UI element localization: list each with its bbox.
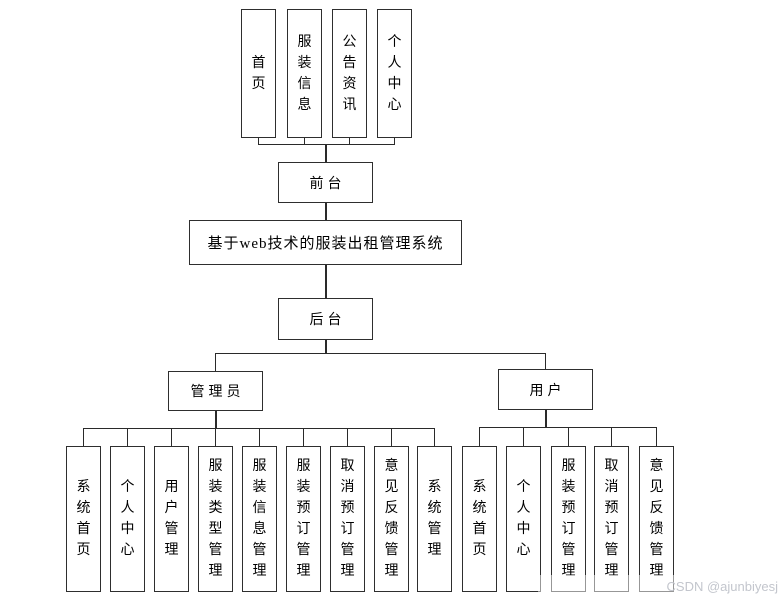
connector-line	[545, 353, 546, 369]
connector-line	[325, 203, 327, 220]
node-personal-center: 个人中心	[377, 9, 412, 138]
node-label: 用户管理	[164, 480, 179, 558]
node-admin-cancel-booking-management: 取消预订管理	[330, 446, 365, 592]
connector-line	[215, 353, 216, 371]
connector-line	[611, 427, 612, 446]
connector-line	[215, 353, 546, 354]
node-user-personal-center: 个人中心	[506, 446, 541, 592]
node-label: 公告资讯	[342, 34, 357, 113]
node-backend: 后台	[278, 298, 373, 340]
node-label: 基于web技术的服装出租管理系统	[207, 236, 444, 252]
node-admin-clothing-info-management: 服装信息管理	[242, 446, 277, 592]
node-user-cancel-booking-management: 取消预订管理	[594, 446, 629, 592]
node-label: 服装信息	[297, 34, 312, 113]
node-label: 系统首页	[472, 480, 487, 558]
connector-line	[171, 428, 172, 446]
connector-line	[347, 428, 348, 446]
node-clothing-info: 服装信息	[287, 9, 322, 138]
connector-line	[215, 428, 216, 446]
node-admin-personal-center: 个人中心	[110, 446, 145, 592]
node-label: 取消预订管理	[604, 459, 619, 579]
node-admin-user-management: 用户管理	[154, 446, 189, 592]
connector-line	[523, 427, 524, 446]
connector-line	[259, 428, 260, 446]
node-label: 取消预订管理	[340, 459, 355, 579]
node-announcement-news: 公告资讯	[332, 9, 367, 138]
node-user-clothing-booking-management: 服装预订管理	[551, 446, 586, 592]
node-label: 前台	[309, 176, 346, 192]
connector-line	[303, 428, 304, 446]
node-label: 管理员	[190, 385, 245, 400]
connector-line	[394, 138, 395, 145]
node-label: 用户	[529, 383, 566, 399]
node-admin: 管理员	[168, 371, 263, 411]
node-label: 首页	[251, 55, 266, 92]
node-admin-clothing-booking-management: 服装预订管理	[286, 446, 321, 592]
node-user-feedback-management: 意见反馈管理	[639, 446, 674, 592]
node-admin-feedback-management: 意见反馈管理	[374, 446, 409, 592]
node-label: 后台	[309, 313, 346, 328]
connector-line	[304, 138, 305, 145]
connector-line	[545, 410, 547, 427]
node-label: 服装信息管理	[252, 459, 267, 579]
connector-line	[325, 265, 327, 298]
node-label: 服装类型管理	[208, 459, 223, 579]
node-admin-system-management: 系统管理	[417, 446, 452, 592]
node-label: 个人中心	[120, 480, 135, 558]
connector-line	[258, 138, 259, 145]
node-label: 系统首页	[76, 480, 91, 558]
node-label: 个人中心	[516, 480, 531, 558]
connector-line	[391, 428, 392, 446]
node-label: 系统管理	[427, 480, 442, 558]
connector-line	[127, 428, 128, 446]
watermark: CSDN @ajunbiyesj	[666, 579, 778, 594]
connector-line	[479, 427, 480, 446]
node-label: 意见反馈管理	[384, 459, 399, 579]
node-label: 服装预订管理	[296, 459, 311, 579]
node-system-title: 基于web技术的服装出租管理系统	[189, 220, 462, 265]
connector-line	[656, 427, 657, 446]
node-user: 用户	[498, 369, 593, 410]
connector-line	[349, 138, 350, 145]
connector-line	[434, 428, 435, 446]
connector-line	[325, 340, 327, 353]
connector-line	[215, 411, 217, 428]
connector-line	[568, 427, 569, 446]
node-admin-clothing-type-management: 服装类型管理	[198, 446, 233, 592]
connector-line	[325, 144, 327, 162]
node-label: 个人中心	[387, 34, 402, 113]
node-label: 意见反馈管理	[649, 459, 664, 579]
node-label: 服装预订管理	[561, 459, 576, 579]
watermark-background	[538, 575, 783, 599]
node-admin-system-home: 系统首页	[66, 446, 101, 592]
node-user-system-home: 系统首页	[462, 446, 497, 592]
connector-line	[83, 428, 84, 446]
node-frontend: 前台	[278, 162, 373, 203]
node-homepage: 首页	[241, 9, 276, 138]
